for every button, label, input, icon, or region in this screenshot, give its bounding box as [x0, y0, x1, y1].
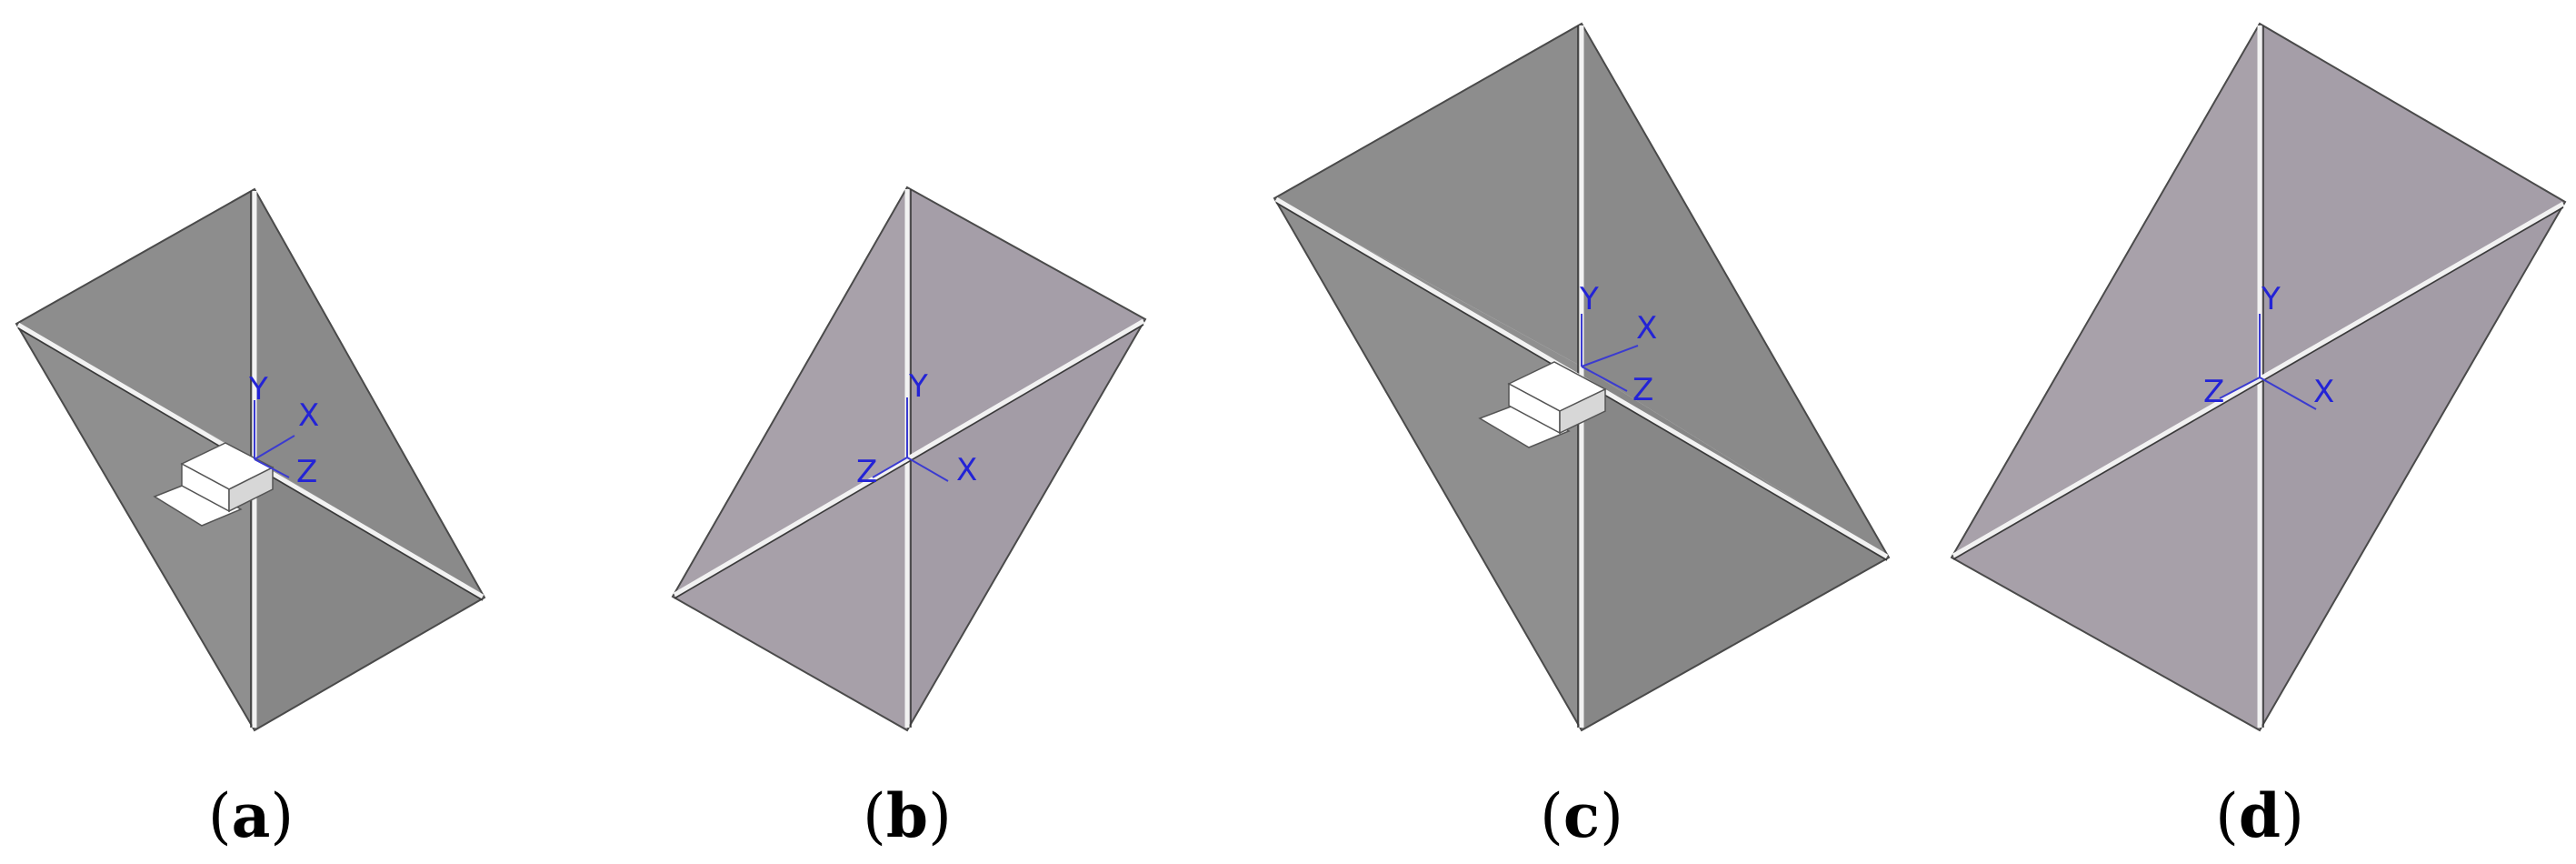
x-axis-label: X [2313, 374, 2334, 410]
z-axis-label: Z [856, 454, 877, 490]
horn-edge [674, 324, 1144, 599]
y-axis-label: Y [1579, 281, 1599, 317]
panel-label: (c) [1540, 780, 1623, 851]
x-axis-label: X [298, 397, 319, 434]
panel-b: Y X Z (b) [671, 186, 1147, 851]
y-axis-label: Y [908, 368, 928, 405]
x-axis [254, 435, 295, 460]
x-axis [2259, 377, 2317, 410]
panel-label: (a) [208, 780, 294, 851]
horn-face [255, 459, 484, 730]
z-axis [254, 458, 290, 478]
z-axis [1581, 366, 1628, 392]
x-axis-label: X [956, 452, 977, 488]
horn-outline [15, 187, 486, 732]
horn-face [1952, 377, 2260, 730]
panel-label: (d) [2215, 780, 2304, 851]
feed-flange [1478, 402, 1571, 448]
x-axis-label: X [1636, 310, 1657, 347]
horn-face [1274, 24, 1582, 367]
horn-edge [1952, 201, 2565, 558]
feed-block-side [1559, 387, 1606, 435]
z-axis-label: Z [296, 454, 317, 490]
feed-flange [153, 480, 243, 527]
feed-block-side [228, 466, 274, 513]
horn-face [2260, 24, 2565, 377]
y-axis-label: Y [2261, 281, 2281, 317]
horn-face [907, 187, 1145, 457]
horn-edge [1952, 206, 2564, 560]
horn-outline [1950, 22, 2567, 732]
z-axis [872, 457, 908, 478]
horn-face [673, 457, 907, 730]
panel-a: Y X Z (a) [15, 187, 486, 851]
horn-face [16, 189, 255, 459]
horn-outline [1273, 22, 1891, 732]
z-axis [2219, 377, 2261, 399]
x-axis [906, 457, 949, 482]
panel-c: Y X Z (c) [1273, 22, 1891, 851]
z-axis-label: Z [1632, 372, 1653, 408]
horn-face [1582, 367, 1889, 730]
panel-d: Y X Z (d) [1950, 22, 2567, 851]
panel-label: (b) [863, 780, 952, 851]
y-axis-label: Y [248, 371, 268, 407]
x-axis [1581, 345, 1639, 367]
horn-outline [671, 186, 1147, 732]
z-axis-label: Z [2203, 374, 2224, 410]
